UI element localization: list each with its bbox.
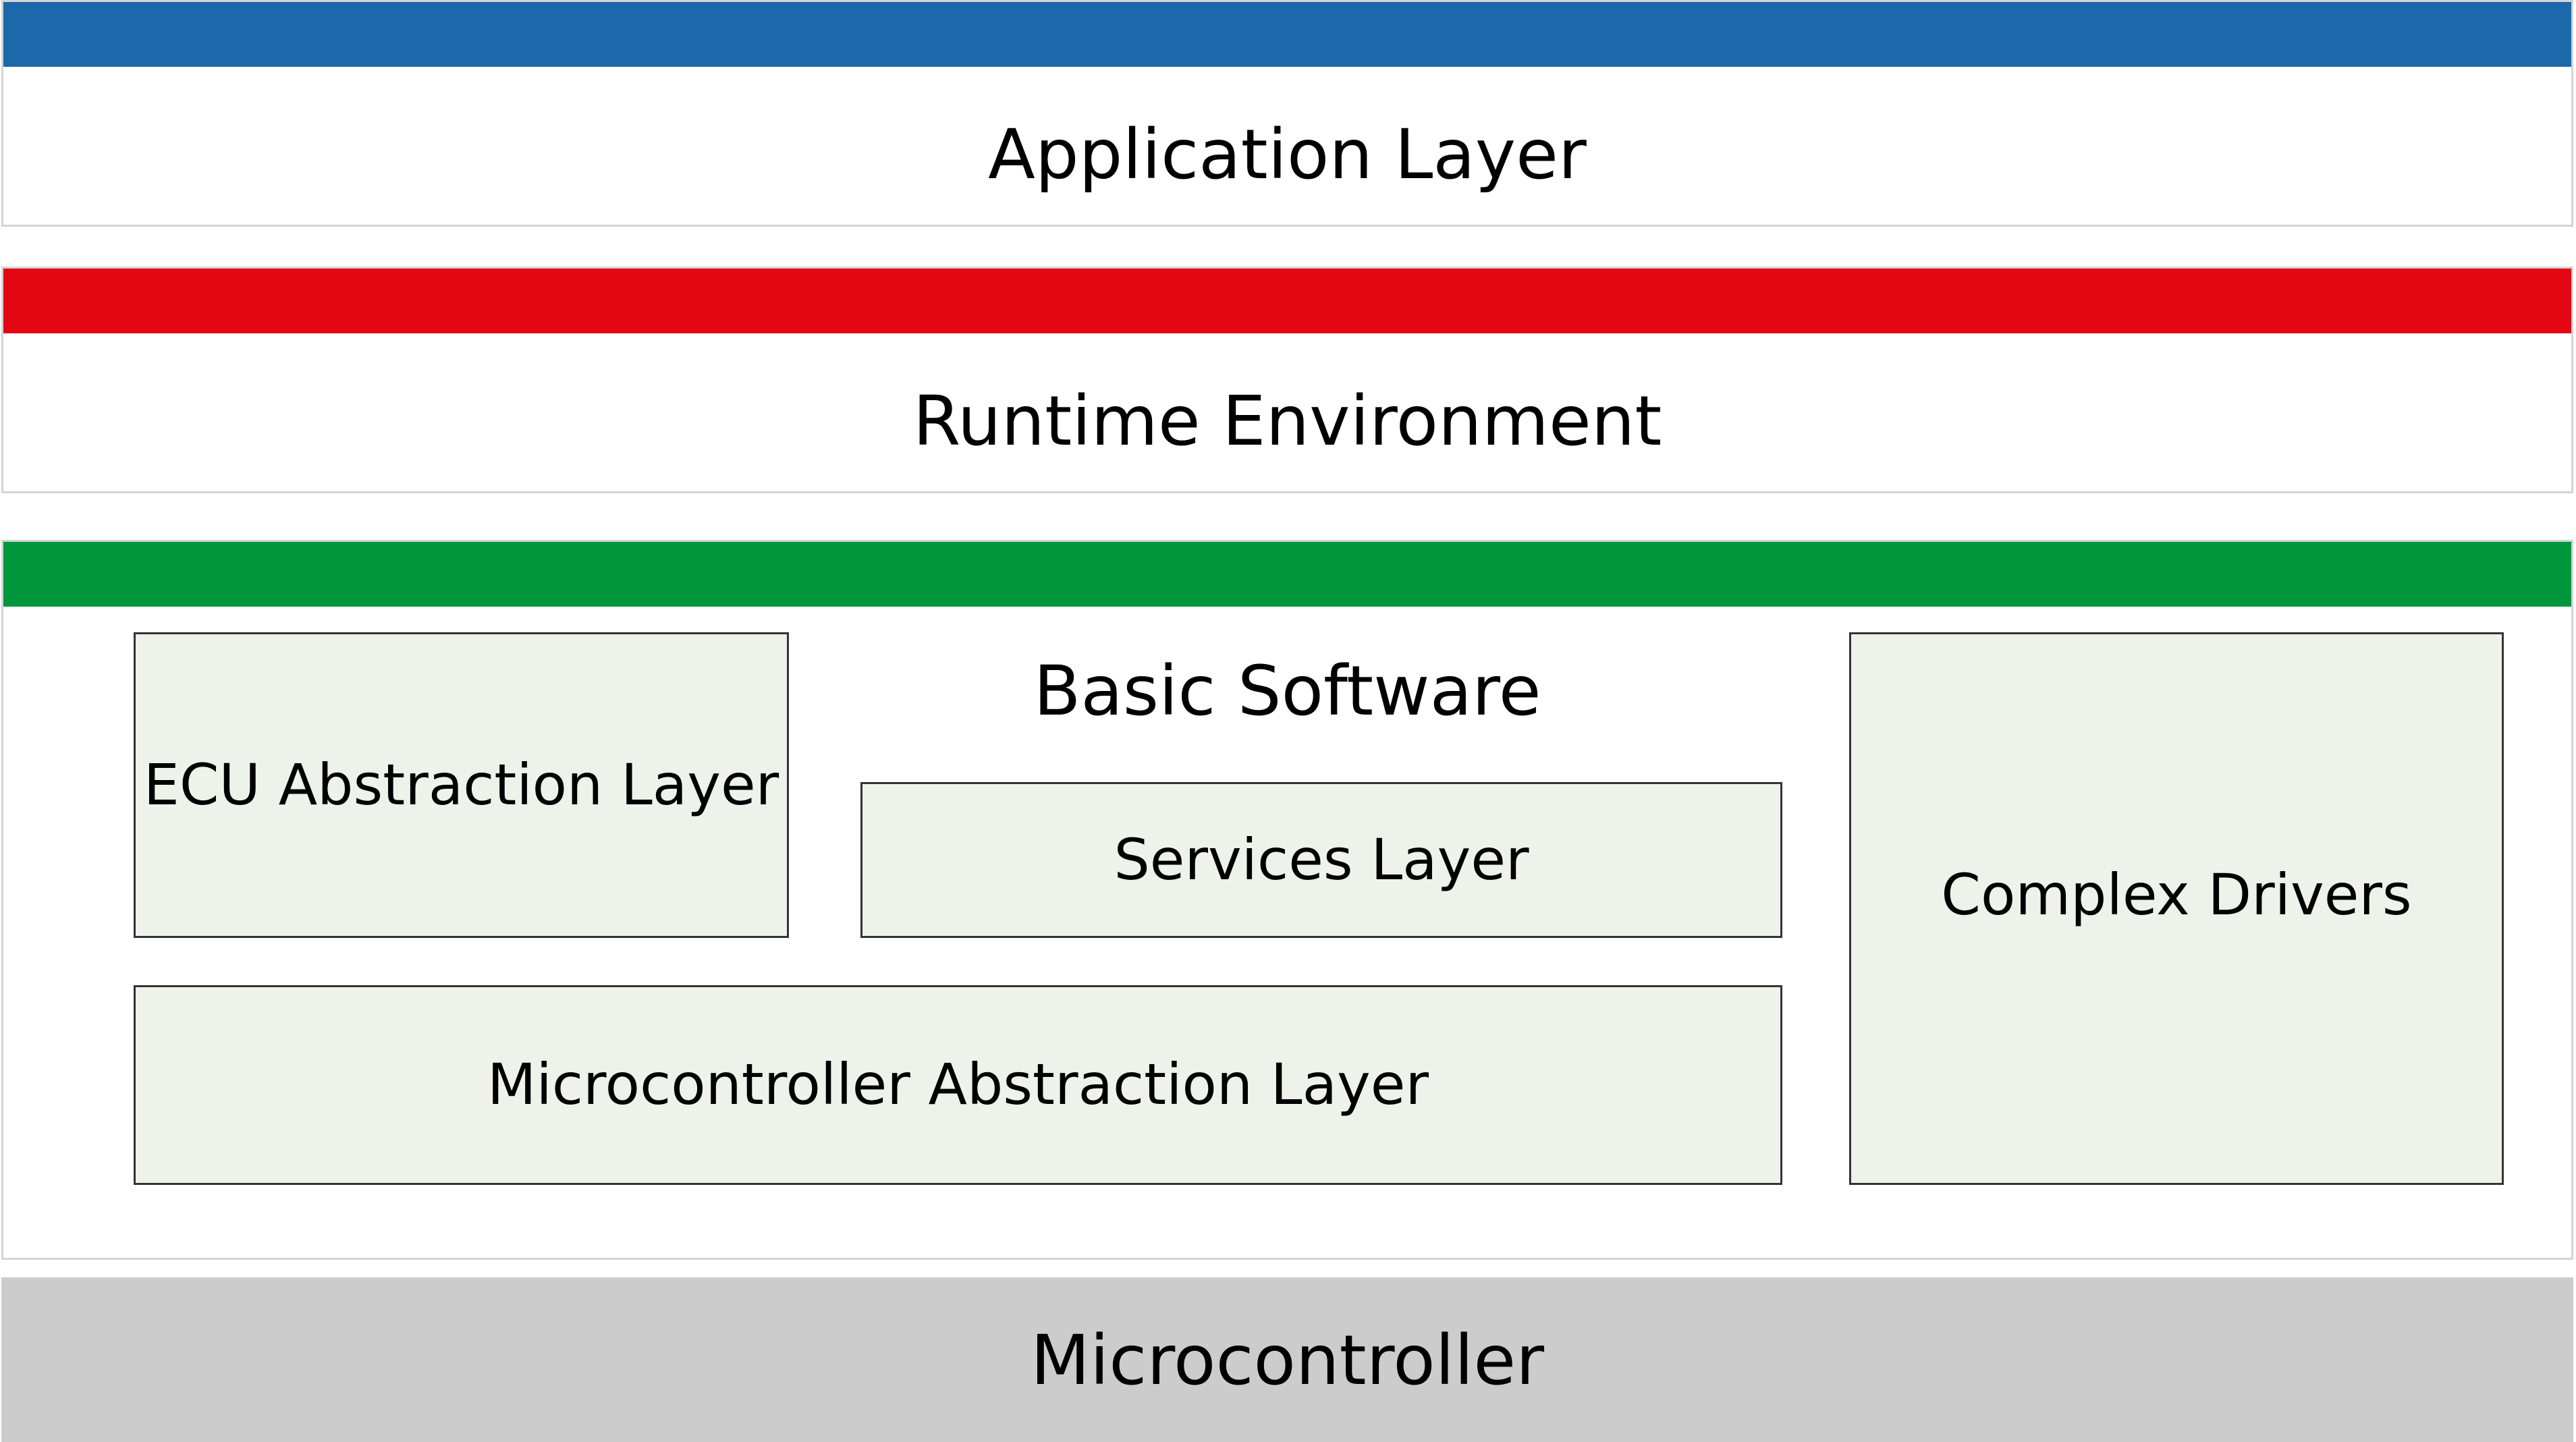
runtime-environment-layer: Runtime Environment: [1, 267, 2573, 493]
complex-drivers-box: Complex Drivers: [1849, 632, 2504, 1185]
basic-software-title: Basic Software: [1033, 651, 1541, 731]
application-layer: Application Layer: [1, 0, 2573, 227]
microcontroller-abstraction-layer-box: Microcontroller Abstraction Layer: [134, 985, 1782, 1185]
runtime-environment-title: Runtime Environment: [912, 381, 1662, 462]
services-layer-box: Services Layer: [860, 782, 1782, 938]
basic-software-layer: Basic Software ECU Abstraction Layer Ser…: [1, 540, 2573, 1260]
complex-drivers-label: Complex Drivers: [1941, 861, 2412, 928]
microcontroller-title: Microcontroller: [1030, 1321, 1545, 1401]
basic-software-bar: [3, 542, 2571, 607]
microcontroller-layer: Microcontroller: [1, 1277, 2573, 1442]
runtime-environment-bar: [3, 269, 2571, 333]
services-layer-label: Services Layer: [1114, 826, 1529, 893]
microcontroller-abstraction-layer-label: Microcontroller Abstraction Layer: [487, 1051, 1429, 1118]
ecu-abstraction-layer-label: ECU Abstraction Layer: [143, 751, 779, 818]
application-layer-bar: [3, 2, 2571, 67]
application-layer-title: Application Layer: [988, 115, 1587, 195]
ecu-abstraction-layer-box: ECU Abstraction Layer: [134, 632, 789, 938]
